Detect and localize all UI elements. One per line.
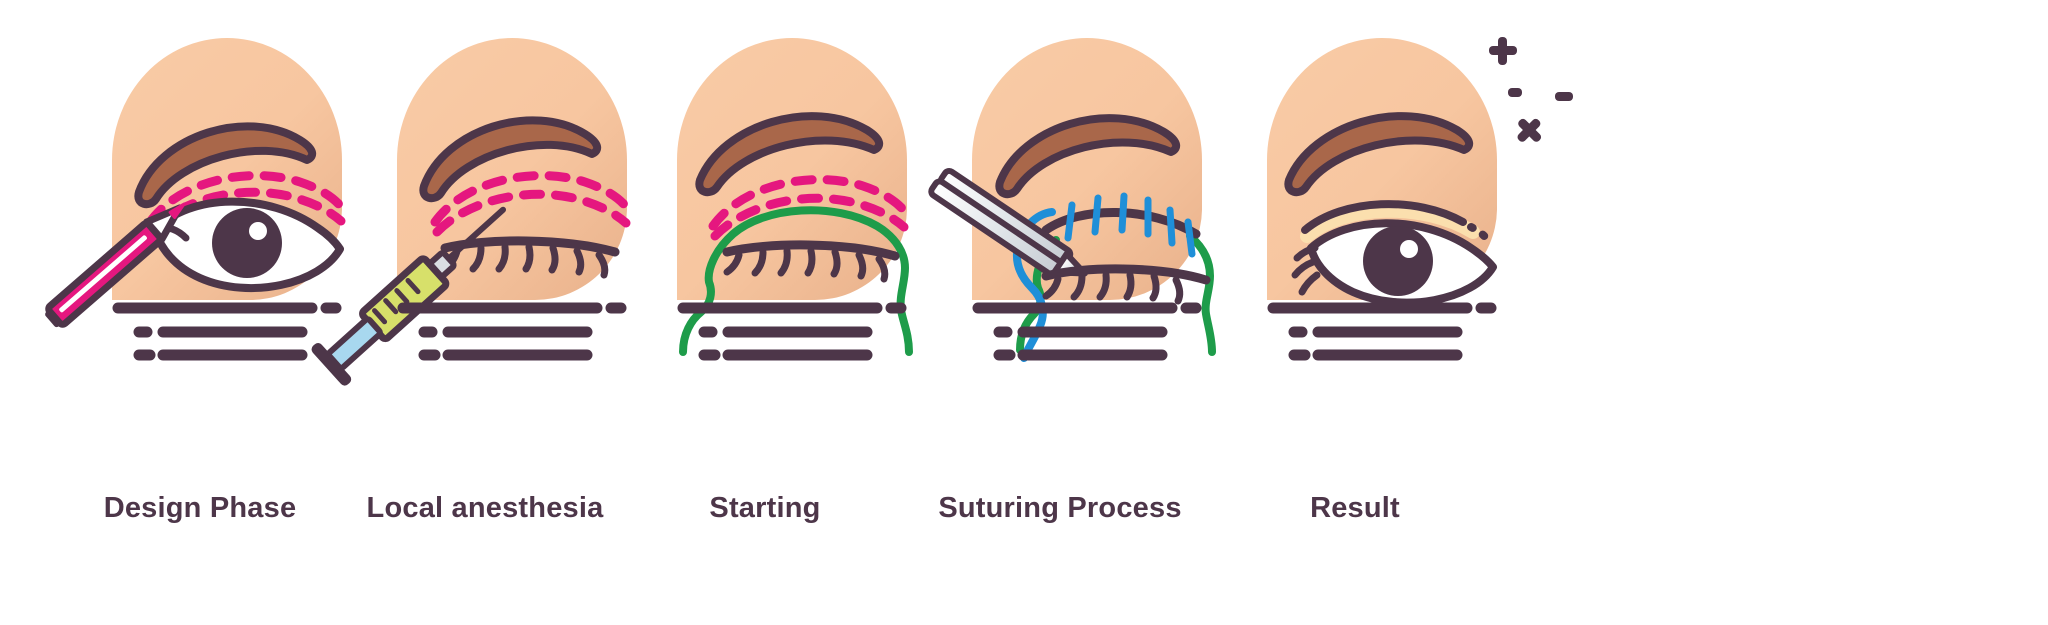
eye-highlight (249, 222, 267, 240)
stitch (1091, 194, 1102, 236)
stitches-blue (1064, 192, 1196, 258)
eyebrow (1284, 112, 1474, 197)
text-lines (677, 302, 907, 361)
eyelid-crease-line (1301, 200, 1491, 243)
eyebrow (134, 122, 317, 209)
step-label-local-anesthesia: Local anesthesia (366, 492, 604, 524)
step-panel-design-phase[interactable]: Design Phase (0, 0, 400, 625)
text-lines (1267, 302, 1497, 361)
eyebrow (995, 114, 1181, 199)
step-label-design-phase: Design Phase (103, 492, 297, 524)
step-panel-local-anesthesia[interactable]: Local anesthesia (285, 0, 685, 625)
step-label-starting: Starting (709, 492, 821, 524)
step-panel-result[interactable]: Result (1155, 0, 1573, 625)
iris (212, 208, 282, 278)
eye-closed (722, 240, 900, 283)
incision-suture-line (1041, 208, 1201, 239)
syringe (311, 206, 507, 386)
forceps (928, 167, 1088, 278)
eyebrow (419, 116, 602, 203)
stitch (1184, 218, 1196, 258)
step-illustration-suturing-process (860, 0, 1260, 460)
sparkle-dash-icon (1555, 92, 1573, 101)
sparkle-dot-icon (1508, 88, 1522, 97)
marking-pencil (45, 202, 186, 328)
stitch (1118, 192, 1128, 234)
marking-lines-pink (708, 175, 910, 241)
eyelashes (1042, 271, 1184, 305)
marking-lines-pink (430, 171, 632, 237)
stitch (1166, 206, 1176, 247)
step-label-suturing-process: Suturing Process (938, 492, 1182, 524)
eye-open (1291, 219, 1497, 307)
step-illustration-local-anesthesia (285, 0, 685, 460)
step-label-result: Result (1310, 492, 1400, 524)
step-illustration-starting (565, 0, 965, 460)
face-shape (397, 38, 627, 300)
eye-open (151, 197, 344, 293)
sparkle-cross-icon (1517, 118, 1542, 142)
sparkle-marks (1489, 37, 1573, 142)
text-lines (112, 302, 342, 361)
sparkle-plus-icon (1489, 37, 1517, 65)
eyebrow (695, 112, 884, 197)
step-panel-suturing-process[interactable]: Suturing Process (860, 0, 1260, 625)
stitch (1064, 201, 1076, 242)
eyelashes (723, 247, 889, 283)
step-illustration-result (1155, 0, 1573, 460)
text-lines (972, 302, 1202, 361)
eye-closed (1041, 264, 1211, 305)
eyelid-crease-cream (1300, 203, 1480, 243)
iris (1363, 226, 1433, 296)
syringe-needle (442, 206, 507, 265)
eyelashes (1291, 244, 1321, 296)
eye-highlight (1400, 240, 1418, 258)
text-lines (397, 302, 627, 361)
step-illustration-design-phase (0, 0, 400, 460)
step-panel-starting[interactable]: Starting (565, 0, 965, 625)
